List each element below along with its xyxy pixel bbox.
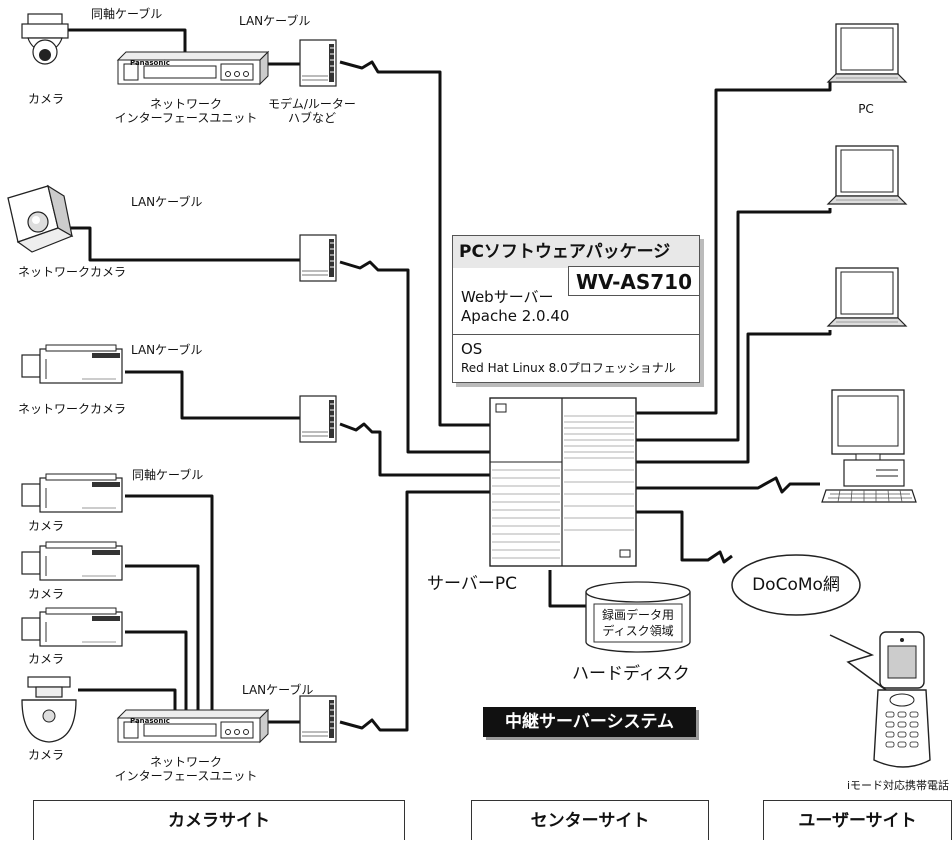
modem-router-top xyxy=(300,40,336,86)
center-site-header: センターサイト xyxy=(471,800,709,840)
web-server-version: Apache 2.0.40 xyxy=(461,307,569,326)
pc-laptop-3 xyxy=(828,268,906,326)
relay-server-system-badge: 中継サーバーシステム xyxy=(483,707,696,737)
lan-cable-label-3: LANケーブル xyxy=(131,343,202,357)
docomo-network-label: DoCoMo網 xyxy=(752,575,840,595)
package-model: WV-AS710 xyxy=(568,266,700,296)
server-pc-label: サーバーPC xyxy=(427,574,517,594)
brand-label-top: Panasonic xyxy=(130,59,170,67)
imode-phone-label: iモード対応携帯電話 xyxy=(847,779,949,793)
hard-disk-label: ハードディスク xyxy=(572,664,690,684)
lan-cable-label-4: LANケーブル xyxy=(242,683,313,697)
niu-label-bottom-line2: インターフェースユニット xyxy=(115,769,258,783)
package-title: PCソフトウェアパッケージ xyxy=(453,236,699,268)
camera-label-b2: カメラ xyxy=(28,587,64,601)
camera-box-2 xyxy=(22,542,122,580)
camera-box-1 xyxy=(22,474,122,512)
network-interface-unit-bottom xyxy=(118,710,268,742)
os-label: OS xyxy=(461,340,482,358)
camera-box-3 xyxy=(22,608,122,646)
pc-laptop-1 xyxy=(828,24,906,82)
network-camera-2 xyxy=(22,345,122,383)
network-camera-label-1: ネットワークカメラ xyxy=(18,265,126,279)
lan-cable-label-2: LANケーブル xyxy=(131,195,202,209)
coax-cable-label-bottom: 同軸ケーブル xyxy=(132,468,203,482)
camera-site-header: カメラサイト xyxy=(33,800,405,840)
desktop-pc xyxy=(822,390,916,502)
network-camera-1 xyxy=(8,186,72,252)
web-server-label: Webサーバー xyxy=(461,288,554,307)
network-camera-label-2: ネットワークカメラ xyxy=(18,402,126,416)
modem-label-line1: モデム/ルーター xyxy=(268,97,356,111)
dome-camera-top xyxy=(22,14,68,64)
pc-label: PC xyxy=(858,102,874,116)
brand-label-bottom: Panasonic xyxy=(130,717,170,725)
niu-label-bottom-line1: ネットワーク xyxy=(150,755,222,769)
camera-label-top: カメラ xyxy=(28,92,64,106)
server-pc xyxy=(490,398,636,566)
modem-router-3 xyxy=(300,396,336,442)
user-site-header: ユーザーサイト xyxy=(763,800,952,840)
modem-router-bottom xyxy=(300,696,336,742)
package-divider xyxy=(453,334,699,335)
imode-mobile-phone xyxy=(874,632,930,767)
hdd-area-label-line2: ディスク領域 xyxy=(602,623,673,639)
niu-label-top-line2: インターフェースユニット xyxy=(115,111,258,125)
camera-label-b3: カメラ xyxy=(28,652,64,666)
pc-laptop-2 xyxy=(828,146,906,204)
software-package-box: PCソフトウェアパッケージ WV-AS710 Webサーバー Apache 2.… xyxy=(452,235,700,383)
camera-label-b1: カメラ xyxy=(28,519,64,533)
modem-label-line2: ハブなど xyxy=(288,111,336,125)
os-version: Red Hat Linux 8.0プロフェッショナル xyxy=(461,360,676,376)
camera-label-b4: カメラ xyxy=(28,748,64,762)
niu-label-top-line1: ネットワーク xyxy=(150,97,222,111)
hdd-area-label-line1: 録画データ用 xyxy=(602,607,674,623)
network-interface-unit-top xyxy=(118,52,268,84)
wireless-signal-icon xyxy=(830,635,886,690)
lan-cable-label-top: LANケーブル xyxy=(239,14,310,28)
coax-cable-label-top: 同軸ケーブル xyxy=(91,7,162,21)
dome-camera-bottom xyxy=(22,677,76,742)
modem-router-2 xyxy=(300,235,336,281)
